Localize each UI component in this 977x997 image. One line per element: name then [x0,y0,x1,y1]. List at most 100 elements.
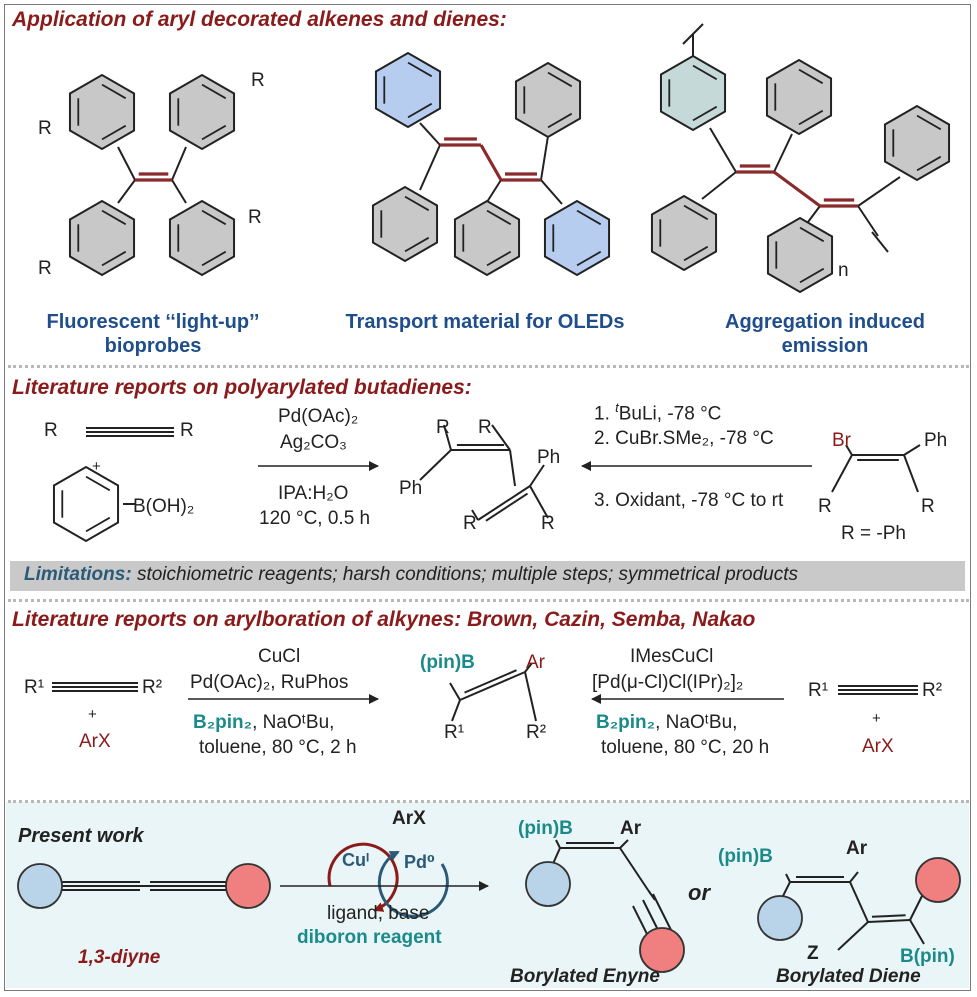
caption-oled: Transport material for OLEDs [320,310,650,334]
bond [709,127,737,173]
plus-sign: + [92,458,101,475]
b2pin2-label: B₂pin₂ [596,712,656,733]
condition-solvent: IPA:H₂O [278,483,349,504]
bond [781,881,791,899]
sm-r: R [818,496,832,517]
reagent-ag: Ag₂CO₃ [280,432,347,453]
highlighted-alkene-bonds [135,137,858,208]
bond [837,921,869,951]
aryl-rings [52,51,951,543]
pinb-label: (pin)B [420,652,475,673]
aromatic-bond [692,105,718,122]
z-label: Z [807,943,819,964]
base-label: , NaOᵗBu, [655,712,738,733]
bond [451,699,461,722]
alkyne-r-left: R [44,420,58,441]
left-cond-b2pin2: B₂pin₂, NaOᵗBu, [193,712,334,734]
ligand-base: ligand, base [327,903,430,924]
double-bond [464,669,517,694]
double-bond [477,485,531,521]
aryl-ring [52,465,120,543]
bond [807,205,821,223]
bond [471,509,479,521]
substituent-circle-blue [17,863,63,909]
right-cond-imescucl: IMesCuCl [630,646,714,667]
bond [419,144,441,191]
left-cond-cucl: CuCl [258,646,301,667]
plus-sign: + [872,710,881,727]
bond [845,444,853,456]
base-label: , NaOᵗBu, [252,712,335,733]
left-cond-solvent: toluene, 80 °C, 2 h [199,737,357,758]
bond [419,449,452,481]
polymer-single-bond [773,170,821,208]
aromatic-bond [101,124,127,141]
aromatic-bond [916,114,942,131]
bond [449,682,461,701]
r2-label: R² [526,722,547,743]
left-cond-pd: Pd(OAc)₂, RuPhos [190,672,349,693]
cu-cycle [327,842,399,912]
caption-line: Fluorescent ‘‘light-up’’ [46,311,260,333]
caption-line: bioprobes [104,335,202,357]
aromatic-bond [101,83,127,100]
aromatic-bond [798,109,824,126]
step-3: 3. Oxidant, -78 °C to rt [594,490,784,511]
substituent-circle-blue [757,895,803,941]
aryl-ring [374,51,442,129]
sm-r: R [921,496,935,517]
reagent-pd: Pd(OAc)₂ [278,406,359,427]
substituent-circle-red [639,927,685,973]
bond [903,444,921,456]
aryl-ring [514,61,582,139]
arx-label: ArX [862,736,894,757]
aromatic-bond [85,475,111,492]
aromatic-bond [547,112,573,129]
limitations-label: Limitations: [24,564,132,585]
bond [529,485,549,519]
plus-sign: + [88,706,97,723]
diyne-label: 1,3-diyne [78,947,161,968]
pd-cycle [377,850,449,918]
bond [619,847,649,891]
n-label: n [838,260,849,281]
bond [540,179,563,205]
bond [773,133,793,173]
r-label: R [38,118,52,139]
substituent-circles [17,857,961,973]
aryl-ring [650,194,718,272]
condition-temp: 120 °C, 0.5 h [259,508,371,529]
aryl-ring [168,73,236,151]
bond [619,839,629,849]
aromatic-bond [101,209,127,226]
bond [509,449,516,487]
double-bond [485,492,529,522]
reaction-arrows [188,461,812,918]
cu-catalyst: Cuᴵ [342,850,370,870]
product-ph: Ph [537,447,561,468]
aromatic-bond [404,236,430,253]
aromatic-bond [576,250,602,267]
bond [785,873,791,883]
bond [524,662,533,673]
present-work-title: Present work [18,825,144,847]
caption-line: Aggregation induced [725,311,925,333]
product-r: R [463,513,477,534]
bond [652,893,672,931]
aromatic-bond [201,83,227,100]
bond [117,146,136,181]
right-cond-pd: [Pd(μ-Cl)Cl(IPr)₂]₂ [592,672,744,693]
caption-line: emission [781,335,869,357]
aromatic-bond [576,209,602,226]
alkyne-r-right: R [180,420,194,441]
r-label: R [251,70,265,91]
r-definition: R = -Ph [841,523,906,544]
caption-bioprobes: Fluorescent ‘‘light-up’’ bioprobes [18,310,288,358]
sm-br: Br [832,430,851,451]
right-cond-solvent: toluene, 80 °C, 20 h [601,737,770,758]
bond [486,179,502,203]
step-text: BuLi, -78 °C [618,403,722,425]
ar-label: Ar [846,838,868,859]
bond [857,205,879,237]
bond [849,881,869,923]
